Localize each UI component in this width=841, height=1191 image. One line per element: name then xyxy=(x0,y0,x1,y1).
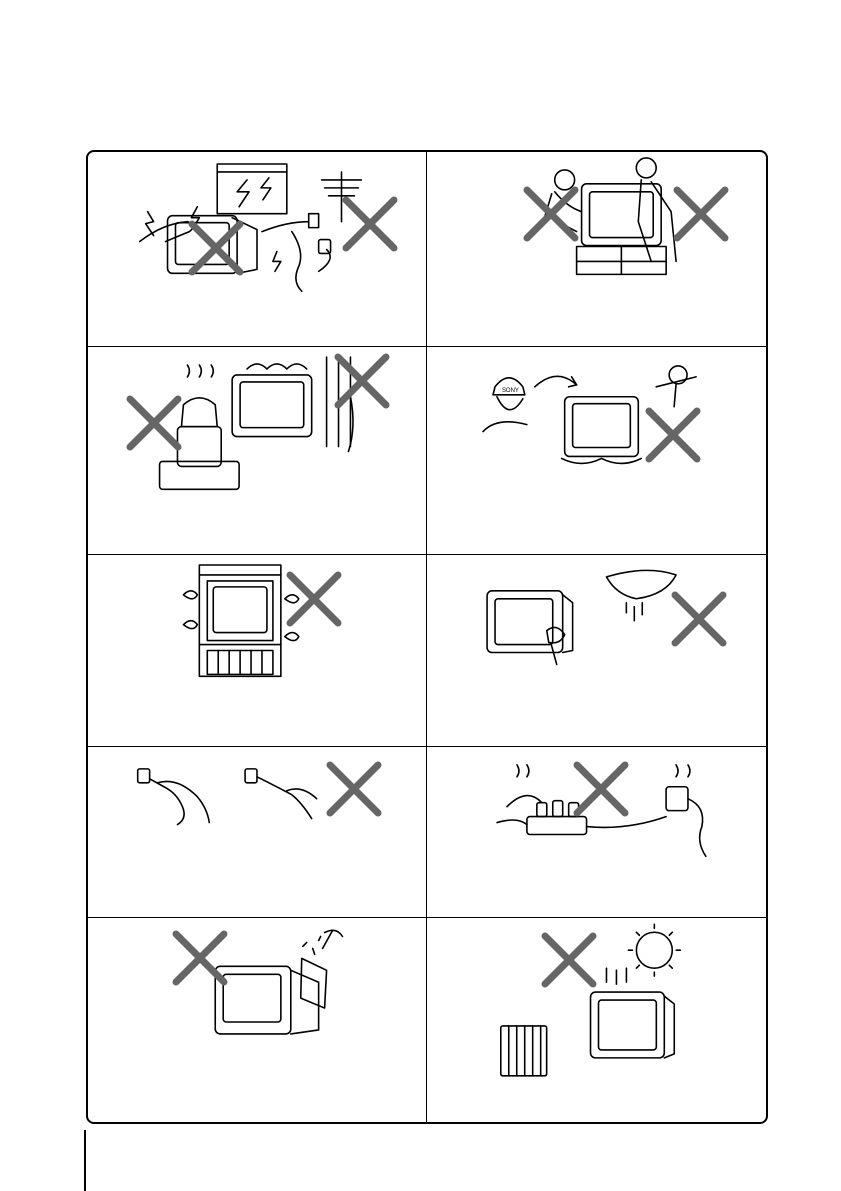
prohibited-x-icon xyxy=(188,220,244,276)
prohibited-x-icon xyxy=(673,186,729,242)
panel-lightning xyxy=(88,152,427,347)
panel-humidity xyxy=(88,347,427,555)
page-edge-bar xyxy=(84,1130,86,1191)
prohibited-x-icon xyxy=(286,571,342,627)
prohibited-x-icon xyxy=(342,196,398,252)
illustration-unplug-cord xyxy=(88,747,426,917)
prohibited-x-icon xyxy=(126,395,182,451)
illustration-overload-outlet xyxy=(427,747,766,917)
illustration-ventilation xyxy=(88,555,426,746)
panel-overload-outlet xyxy=(427,747,766,918)
cap-logo-text: SONY xyxy=(502,388,519,394)
panel-liquid-spill: SONY xyxy=(427,347,766,555)
illustration-liquid-spill: SONY xyxy=(427,347,766,554)
prohibited-x-icon xyxy=(573,761,629,817)
illustration-lightning xyxy=(88,152,426,346)
safety-panel-grid: SONY xyxy=(88,152,766,1122)
panel-ventilation xyxy=(88,555,427,747)
prohibited-x-icon xyxy=(523,186,579,242)
prohibited-x-icon xyxy=(671,591,727,647)
illustration-humidity xyxy=(88,347,426,554)
panel-heat-sources xyxy=(427,918,766,1122)
prohibited-x-icon xyxy=(172,930,228,986)
prohibited-x-icon xyxy=(645,407,701,463)
prohibited-x-icon xyxy=(541,932,597,988)
illustration-cleaning xyxy=(427,555,766,746)
panel-climbing xyxy=(427,152,766,347)
illustration-climbing xyxy=(427,152,766,346)
panel-unplug-cord xyxy=(88,747,427,918)
prohibited-x-icon xyxy=(326,761,382,817)
safety-illustration-frame: SONY xyxy=(86,150,768,1124)
panel-cleaning xyxy=(427,555,766,747)
illustration-heat-sources xyxy=(427,918,766,1122)
prohibited-x-icon xyxy=(334,353,390,409)
illustration-objects-inside xyxy=(88,918,426,1122)
panel-objects-inside xyxy=(88,918,427,1122)
